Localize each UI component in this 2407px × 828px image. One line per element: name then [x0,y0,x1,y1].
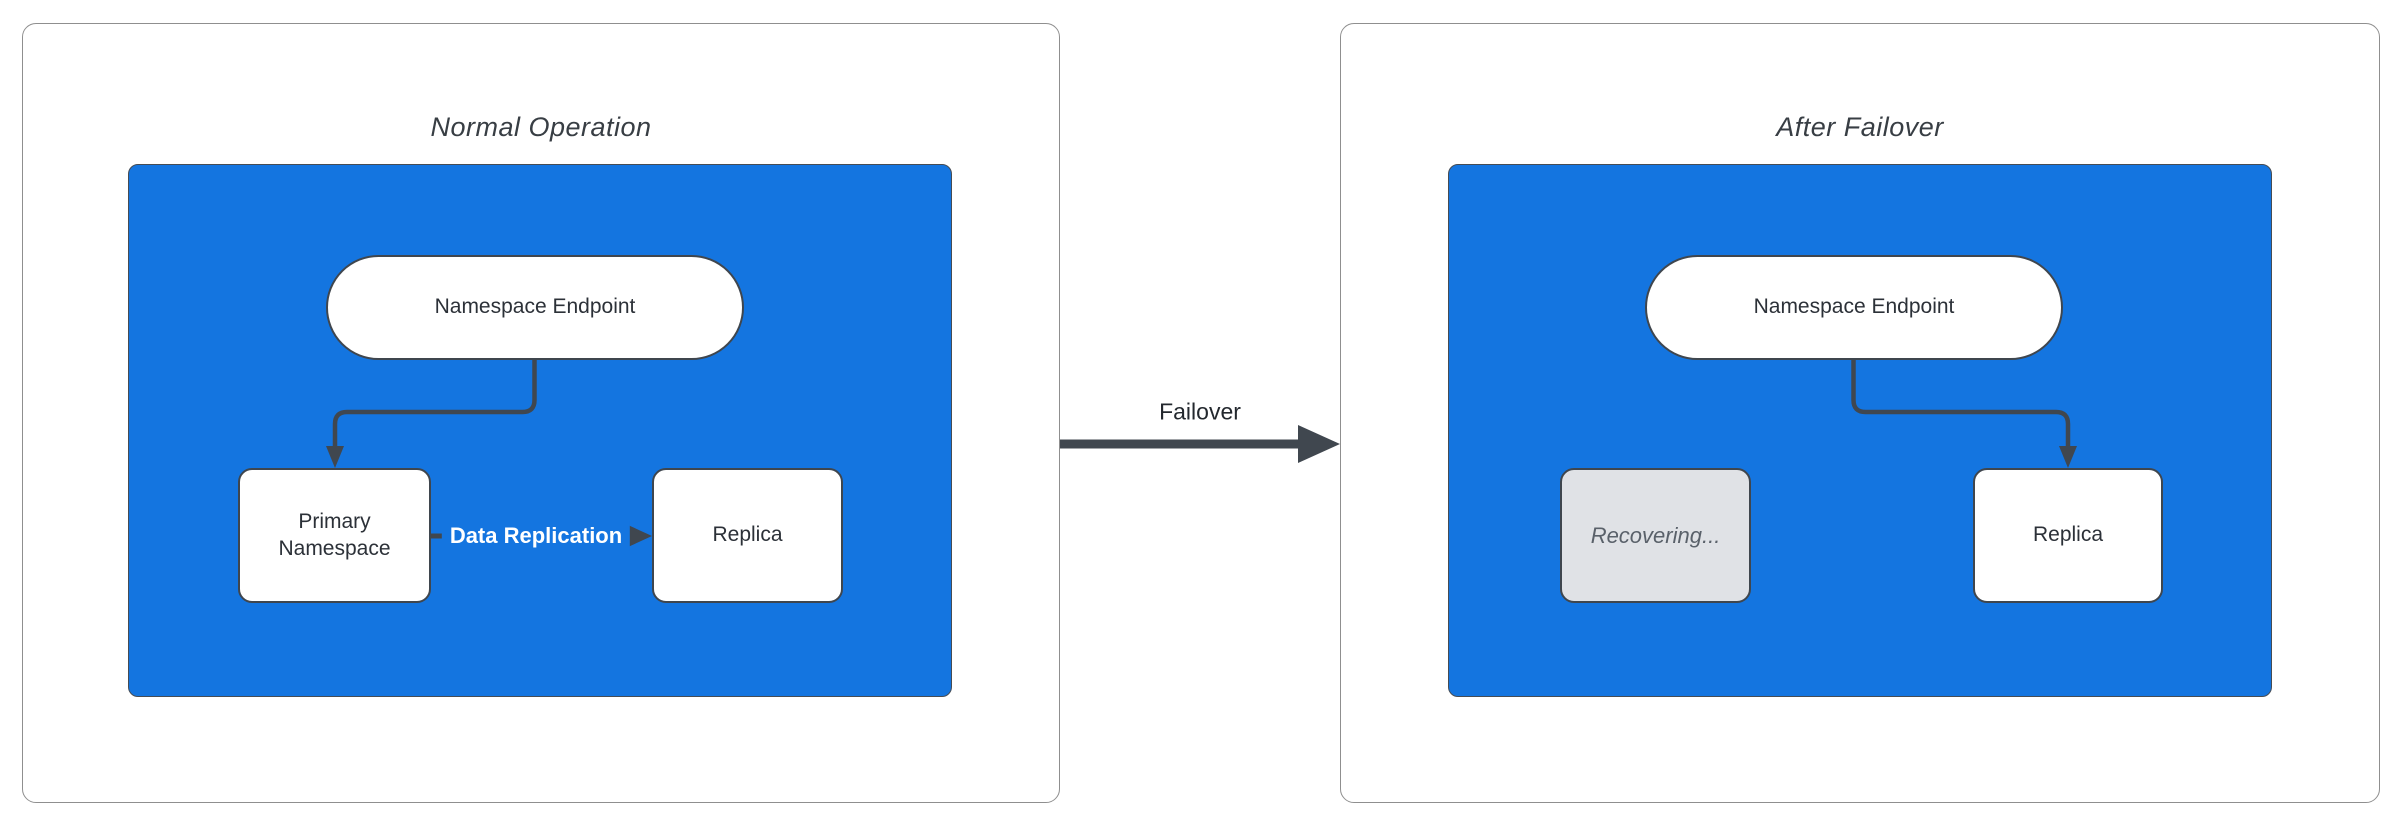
after-failover-blue-container [1448,164,2272,697]
normal-replica-label: Replica [712,523,783,547]
data-replication-label: Data Replication [441,521,631,551]
failover-namespace-endpoint-node: Namespace Endpoint [1645,255,2063,360]
failover-replica-node: Replica [1973,468,2163,603]
primary-namespace-node: Primary Namespace [238,468,431,603]
primary-namespace-label: Primary Namespace [278,510,391,560]
normal-operation-blue-container [128,164,952,697]
failover-namespace-endpoint-label: Namespace Endpoint [1753,295,1955,319]
normal-namespace-endpoint-label: Namespace Endpoint [434,295,636,319]
failover-label: Failover [1159,398,1241,425]
recovering-label: Recovering... [1590,522,1721,548]
failover-replica-label: Replica [2032,523,2104,547]
normal-namespace-endpoint-node: Namespace Endpoint [326,255,744,360]
after-failover-title: After Failover [1776,112,1944,142]
recovering-node: Recovering... [1560,468,1751,603]
failover-arrowhead [1298,425,1340,463]
normal-operation-title: Normal Operation [430,112,652,142]
normal-replica-node: Replica [652,468,843,603]
